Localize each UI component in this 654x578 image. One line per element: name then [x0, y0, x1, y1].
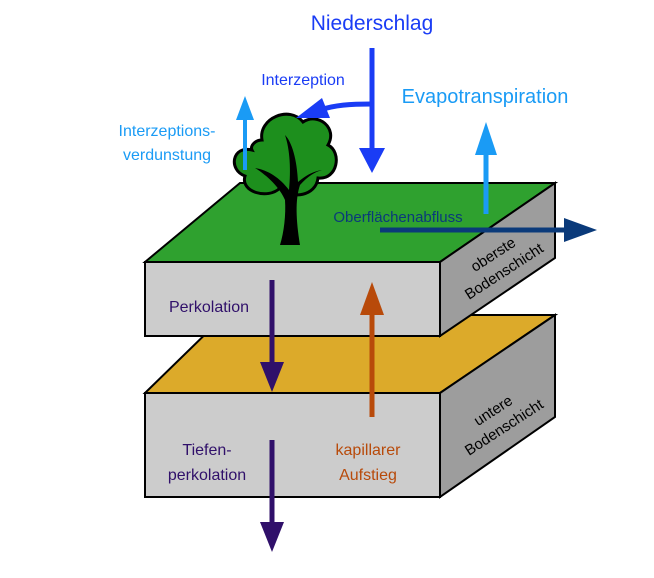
- upper-layer-front-face: [144, 261, 441, 337]
- lower-layer-front-face: [144, 392, 441, 498]
- interception-evaporation-label-line1: Interzeptions-: [119, 123, 216, 140]
- capillary-rise-label-line1: kapillarer: [336, 442, 402, 459]
- interception-evaporation-arrow: [236, 96, 254, 170]
- capillary-rise-label-line2: Aufstieg: [339, 467, 397, 484]
- percolation-arrow: [260, 280, 284, 392]
- evapotranspiration-label: Evapotranspiration: [402, 86, 569, 108]
- interception-arrow: [296, 98, 373, 118]
- tree-trunk: [255, 135, 322, 245]
- interception-label: Interzeption: [261, 72, 345, 89]
- precipitation-label: Niederschlag: [311, 12, 434, 35]
- deep-percolation-arrow: [260, 440, 284, 552]
- capillary-rise-arrow: [360, 282, 384, 417]
- surface-runoff-label: Oberflächenabfluss: [333, 209, 462, 226]
- precipitation-arrow: [359, 48, 385, 173]
- evapotranspiration-arrow: [475, 122, 497, 214]
- deep-percolation-label-line2: perkolation: [168, 467, 246, 484]
- upper-soil-layer: [142, 181, 559, 338]
- percolation-label: Perkolation: [169, 299, 249, 316]
- surface-runoff-arrow: [380, 218, 597, 242]
- interception-evaporation-label-line2: verdunstung: [123, 147, 211, 164]
- deep-percolation-label-line1: Tiefen-: [182, 442, 231, 459]
